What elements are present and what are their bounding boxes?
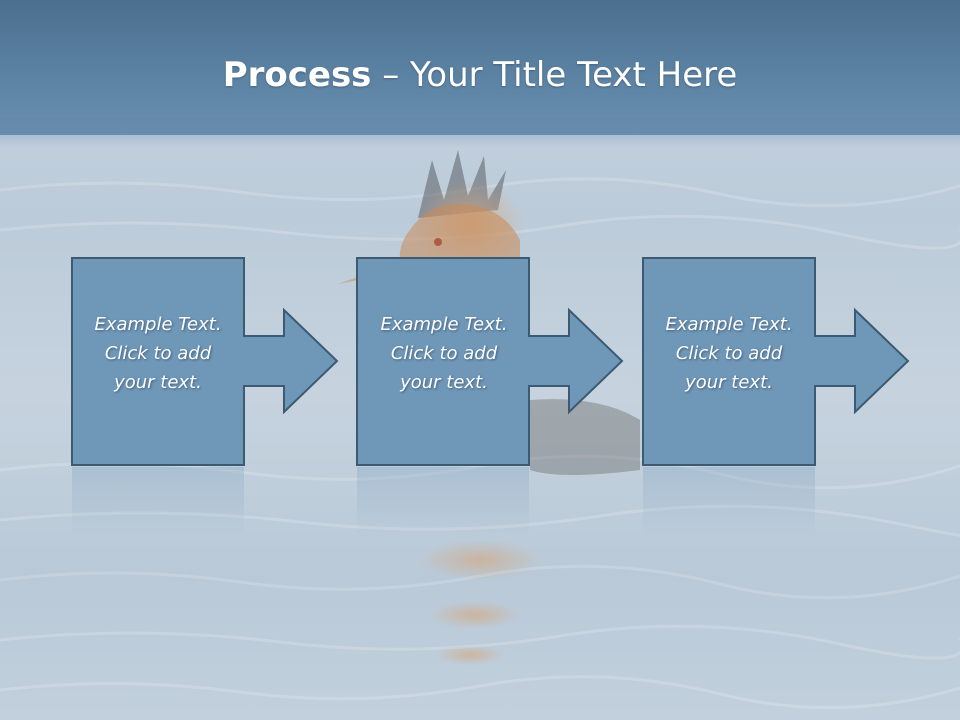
process-step-2-text[interactable]: Example Text. Click to add your text. <box>358 310 530 397</box>
reflections <box>72 467 815 537</box>
step-text-line: Example Text. <box>380 314 508 335</box>
process-step-1-shape[interactable] <box>71 257 339 466</box>
step-text-line: Example Text. <box>94 314 222 335</box>
title-rest-part: – Your Title Text Here <box>371 55 738 95</box>
process-step-3-text[interactable]: Example Text. Click to add your text. <box>643 310 815 397</box>
process-step-1-text[interactable]: Example Text. Click to add your text. <box>72 310 244 397</box>
step-text-line: Click to add <box>390 343 498 364</box>
step-text-line: Click to add <box>675 343 783 364</box>
slide-title[interactable]: Process – Your Title Text Here <box>0 54 960 96</box>
title-bold-part: Process <box>222 55 372 95</box>
step-text-line: Example Text. <box>665 314 793 335</box>
title-band-fade <box>0 118 960 148</box>
process-step-2-shape[interactable] <box>356 257 624 466</box>
step-text-line: Click to add <box>104 343 212 364</box>
title-band <box>0 0 960 135</box>
process-step-3-shape[interactable] <box>642 257 910 466</box>
step-text-line: your text. <box>114 372 202 393</box>
step-text-line: your text. <box>685 372 773 393</box>
step-text-line: your text. <box>400 372 488 393</box>
